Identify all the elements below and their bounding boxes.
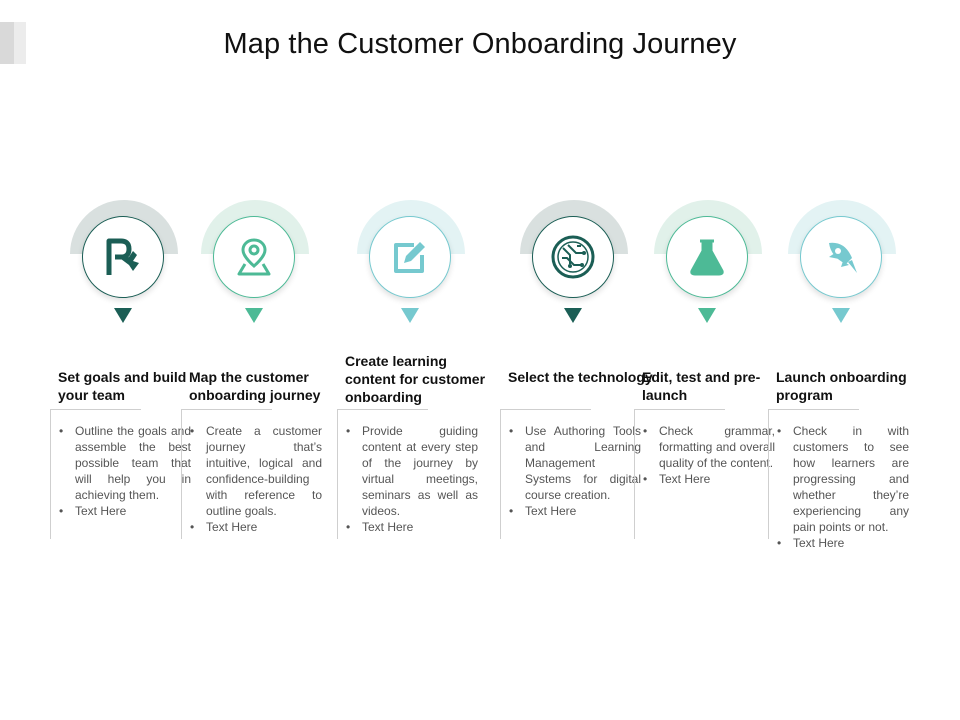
step-pointer bbox=[114, 308, 132, 323]
step-title: Create learning content for customer onb… bbox=[345, 353, 486, 405]
step-pointer bbox=[698, 308, 716, 323]
list-item: Text Here bbox=[338, 519, 478, 535]
step-description: Outline the goals and assemble the best … bbox=[50, 409, 191, 539]
step-1: Set goals and build your team Outline th… bbox=[50, 200, 200, 560]
step-5: Edit, test and pre-launch Check grammar,… bbox=[634, 200, 784, 560]
rocket-icon bbox=[829, 242, 857, 273]
step-icon-circle bbox=[213, 216, 295, 298]
map-pin-icon bbox=[237, 238, 271, 276]
step-pointer bbox=[245, 308, 263, 323]
flag-icon bbox=[106, 238, 139, 275]
step-icon-circle bbox=[800, 216, 882, 298]
step-description: Use Authoring Tools and Learning Managem… bbox=[500, 409, 641, 539]
step-pointer bbox=[832, 308, 850, 323]
list-item: Text Here bbox=[182, 519, 322, 535]
list-item: Text Here bbox=[51, 503, 191, 519]
edit-icon bbox=[394, 242, 425, 273]
step-4: Select the technology Use Authoring Tool… bbox=[500, 200, 653, 560]
step-title: Map the customer onboarding journey bbox=[189, 369, 321, 403]
step-title: Edit, test and pre-launch bbox=[642, 369, 761, 403]
list-item: Check in with customers to see how learn… bbox=[769, 423, 909, 535]
list-item: Create a customer journey that’s intuiti… bbox=[182, 423, 322, 519]
step-description: Check grammar, formatting and overall qu… bbox=[634, 409, 775, 539]
step-6: Launch onboarding program Check in with … bbox=[768, 200, 918, 560]
step-icon-circle bbox=[532, 216, 614, 298]
list-item: Text Here bbox=[769, 535, 909, 551]
step-title: Select the technology bbox=[508, 369, 653, 385]
step-icon-circle bbox=[666, 216, 748, 298]
step-title: Set goals and build your team bbox=[58, 369, 187, 403]
step-2: Map the customer onboarding journey Crea… bbox=[181, 200, 331, 560]
circuit-icon bbox=[551, 235, 595, 279]
step-pointer bbox=[564, 308, 582, 323]
flask-icon bbox=[690, 239, 724, 276]
corner-decoration bbox=[0, 22, 26, 64]
list-item: Use Authoring Tools and Learning Managem… bbox=[501, 423, 641, 503]
list-item: Provide guiding content at every step of… bbox=[338, 423, 478, 519]
list-item: Text Here bbox=[501, 503, 641, 519]
list-item: Text Here bbox=[635, 471, 775, 487]
step-description: Check in with customers to see how learn… bbox=[768, 409, 909, 551]
list-item: Outline the goals and assemble the best … bbox=[51, 423, 191, 503]
step-pointer bbox=[401, 308, 419, 323]
step-description: Create a customer journey that’s intuiti… bbox=[181, 409, 322, 539]
list-item: Check grammar, formatting and overall qu… bbox=[635, 423, 775, 471]
step-title: Launch onboarding program bbox=[776, 369, 907, 403]
step-icon-circle bbox=[369, 216, 451, 298]
step-3: Create learning content for customer onb… bbox=[337, 200, 487, 560]
page-title: Map the Customer Onboarding Journey bbox=[223, 28, 737, 60]
step-icon-circle bbox=[82, 216, 164, 298]
step-description: Provide guiding content at every step of… bbox=[337, 409, 478, 539]
